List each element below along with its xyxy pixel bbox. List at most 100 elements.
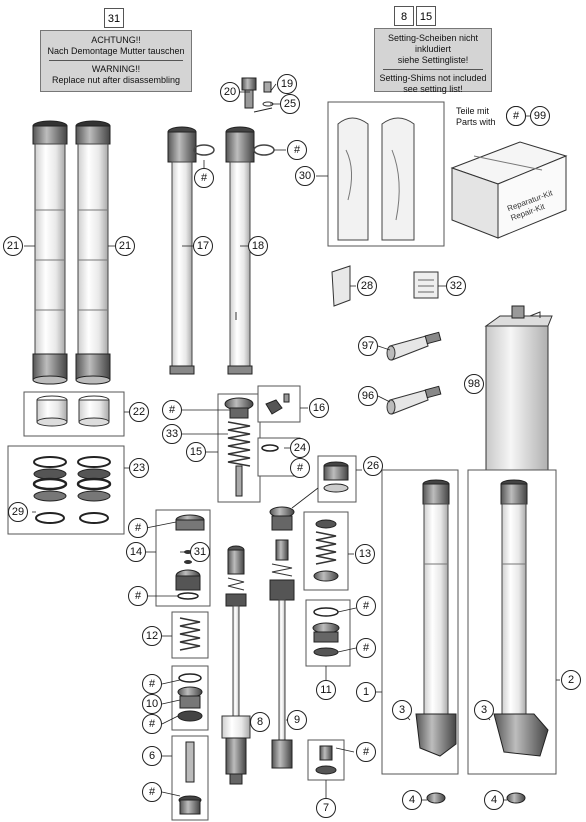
- leader-lines: [24, 83, 560, 801]
- callout-hash: #: [290, 458, 310, 478]
- valve-assembly-11: [312, 607, 340, 657]
- warning-divider: [49, 60, 183, 61]
- callout-hash: #: [194, 168, 214, 188]
- guide-bushing-left: [36, 395, 68, 427]
- callout-15: 15: [186, 442, 206, 462]
- callout-32: 32: [446, 276, 466, 296]
- callout-14: 14: [126, 542, 146, 562]
- callout-hash: #: [142, 674, 162, 694]
- screw-19: [263, 81, 272, 93]
- callout-hash: #: [287, 140, 307, 160]
- spring-assembly-33: [224, 397, 254, 497]
- valve-7: [315, 745, 337, 775]
- callout-96: 96: [358, 386, 378, 406]
- callout-19: 19: [277, 74, 297, 94]
- callout-hash: #: [128, 518, 148, 538]
- callout-7: 7: [316, 798, 336, 818]
- callout-hash: #: [356, 742, 376, 762]
- callout-24: 24: [290, 438, 310, 458]
- outer-tube-left: [32, 120, 68, 385]
- shims-note: Setting-Scheiben nicht inkludiert siehe …: [374, 28, 492, 94]
- seal-set-left: [32, 456, 68, 524]
- callout-97: 97: [358, 336, 378, 356]
- callout-hash: #: [142, 714, 162, 734]
- guide-bushing-right: [78, 395, 110, 427]
- spring-assembly-13: [313, 519, 339, 582]
- o-ring-18: [253, 144, 275, 156]
- clamp-16: [265, 399, 283, 415]
- warning-line-3: WARNING!!: [91, 64, 141, 74]
- callout-31: 31: [190, 542, 210, 562]
- o-ring-17: [193, 144, 215, 156]
- note-shims-id-15: 15: [416, 6, 436, 26]
- cartridge-tube-17: [167, 126, 197, 375]
- callout-33: 33: [162, 424, 182, 444]
- shims-line-1: Setting-Scheiben nicht inkludiert: [387, 33, 479, 54]
- callout-21: 21: [115, 236, 135, 256]
- grease-tube-97: [386, 331, 442, 361]
- callout-8: 8: [250, 712, 270, 732]
- oil-can-98: [484, 305, 553, 477]
- callout-17: 17: [193, 236, 213, 256]
- callout-10: 10: [142, 694, 162, 714]
- callout-11: 11: [316, 680, 336, 700]
- callout-29: 29: [8, 502, 28, 522]
- callout-25: 25: [280, 94, 300, 114]
- warning-line-1: ACHTUNG!!: [91, 35, 141, 45]
- callout-18: 18: [248, 236, 268, 256]
- outer-tube-right: [75, 120, 111, 385]
- legend-hash-circle: #: [506, 106, 526, 126]
- damper-rod-8: [221, 545, 251, 785]
- legend-kit-circle: 99: [530, 106, 550, 126]
- callout-28: 28: [357, 276, 377, 296]
- callout-16: 16: [309, 398, 329, 418]
- needle-6: [178, 741, 202, 815]
- callout-1: 1: [356, 682, 376, 702]
- valve-part-20: [241, 77, 257, 109]
- note-shims-id-8: 8: [394, 6, 414, 26]
- legend-line-2: Parts with: [456, 117, 496, 127]
- shims-line-4: see setting list!: [403, 84, 463, 94]
- callout-23: 23: [129, 458, 149, 478]
- ring-24: [261, 444, 279, 452]
- warning-note-31: ACHTUNG!! Nach Demontage Mutter tauschen…: [40, 30, 192, 92]
- callout-4: 4: [402, 790, 422, 810]
- fork-leg-1: [401, 479, 457, 757]
- callout-hash: #: [356, 596, 376, 616]
- callout-98: 98: [464, 374, 484, 394]
- seal-set-right: [76, 456, 112, 524]
- callout-hash: #: [128, 586, 148, 606]
- piston-top-14: [175, 514, 205, 600]
- callout-3: 3: [474, 700, 494, 720]
- cap-26: [323, 461, 349, 493]
- callout-4: 4: [484, 790, 504, 810]
- callout-hash: #: [142, 782, 162, 802]
- legend-line-1: Teile mit: [456, 106, 490, 116]
- box-12: [171, 611, 209, 659]
- callout-12: 12: [142, 626, 162, 646]
- repair-kit-box: [450, 141, 568, 239]
- legend-text: Teile mit Parts with: [456, 106, 496, 128]
- callout-3: 3: [392, 700, 412, 720]
- fork-protector-right: [381, 117, 415, 241]
- shims-line-3: Setting-Shims not included: [379, 73, 487, 83]
- warning-line-4: Replace nut after disassembling: [51, 75, 181, 85]
- callout-hash: #: [162, 400, 182, 420]
- callout-13: 13: [355, 544, 375, 564]
- warning-line-2: Nach Demontage Mutter tauschen: [47, 46, 185, 56]
- grease-tube-96: [386, 385, 442, 415]
- spring-12: [179, 617, 201, 651]
- callout-9: 9: [287, 710, 307, 730]
- shims-line-2: siehe Settingliste!: [397, 55, 469, 65]
- callout-20: 20: [220, 82, 240, 102]
- fork-protector-left: [337, 117, 369, 241]
- damper-rod-9: [269, 506, 295, 769]
- callout-hash: #: [356, 638, 376, 658]
- sticker-32: [413, 271, 439, 299]
- guard-28: [331, 265, 351, 307]
- callout-26: 26: [363, 456, 383, 476]
- callout-6: 6: [142, 746, 162, 766]
- callout-22: 22: [129, 402, 149, 422]
- shims-divider: [383, 69, 483, 70]
